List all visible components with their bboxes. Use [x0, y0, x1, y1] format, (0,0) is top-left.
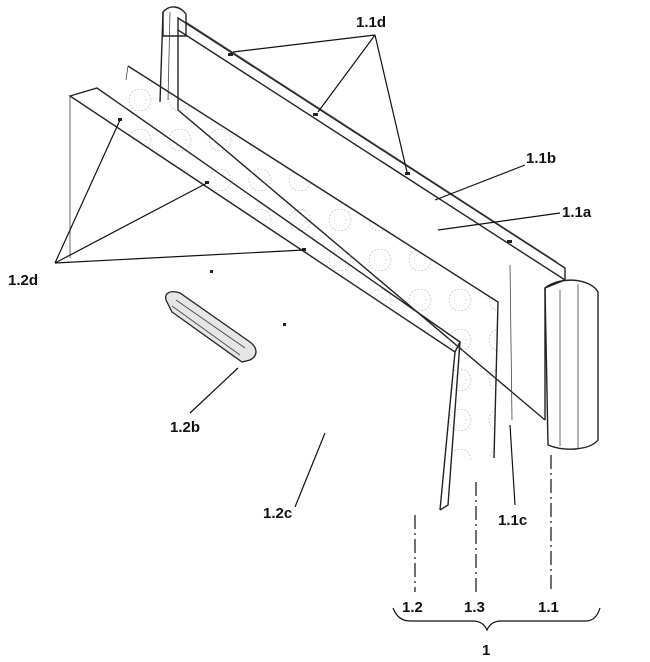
label-1-1b: 1.1b: [526, 150, 556, 167]
label-1-2b: 1.2b: [170, 419, 200, 436]
label-1-3: 1.3: [464, 599, 485, 616]
label-1-1: 1.1: [538, 599, 559, 616]
front-panel: [68, 87, 461, 511]
label-1-1a: 1.1a: [562, 204, 592, 221]
leader-lines: [54, 34, 601, 632]
label-1-1d: 1.1d: [356, 14, 386, 31]
label-1-2d: 1.2d: [8, 272, 38, 289]
label-1: 1: [482, 642, 490, 659]
label-1-2: 1.2: [402, 599, 423, 616]
label-1-1c: 1.1c: [498, 512, 527, 529]
label-1-2c: 1.2c: [263, 505, 292, 522]
